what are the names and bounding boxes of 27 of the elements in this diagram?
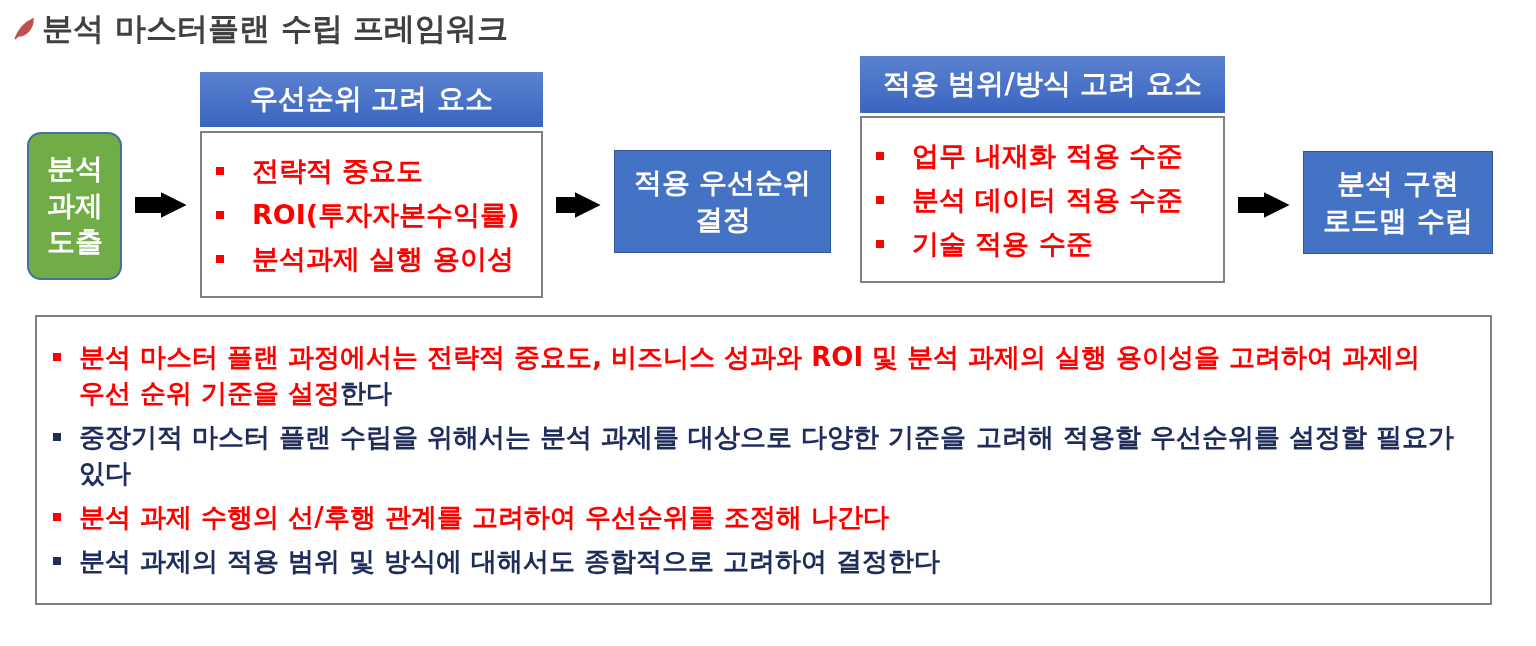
criterion-text: ROI(투자자본수익률)	[252, 197, 520, 232]
block-arrow	[135, 192, 187, 218]
note-text: 분석 과제의 적용 범위 및 방식에 대해서도 종합적으로 고려하여 결정한다	[79, 545, 941, 578]
box-label: 분석 구현 로드맵 수립	[1322, 166, 1474, 239]
note-text: 분석 과제 수행의 선/후행 관계를 고려하여 우선순위를 조정해 나간다	[79, 501, 889, 534]
band-heading: 우선순위 고려 요소	[249, 81, 494, 118]
note-text: 중장기적 마스터 플랜 수립을 위해서는 분석 과제를 대상으로 다양한 기준을 고려해 적용할 우선순위를 설정할 필요가 있다	[79, 421, 1455, 490]
process-box	[614, 150, 831, 253]
note-text: 분석 마스터 플랜 과정에서는 전략적 중요도, 비즈니스 성과와 ROI 및 분석 과제의 실행 용이성을 고려하여 과제의 우선 순위 기준을 설정한다	[79, 341, 1422, 410]
process-box	[27, 132, 122, 280]
process-box	[1303, 151, 1493, 254]
criterion-text: 분석 데이터 적용 수준	[912, 182, 1184, 217]
box-label: 적용 우선순위 결정	[632, 165, 813, 238]
criterion-text: 분석과제 실행 용이성	[252, 241, 514, 276]
criterion-text: 기술 적용 수준	[912, 226, 1093, 261]
header-band	[200, 72, 543, 127]
box-label: 분석 과제 도출	[45, 151, 104, 261]
band-heading: 적용 범위/방식 고려 요소	[882, 66, 1203, 103]
block-arrow	[556, 192, 601, 218]
criteria-box	[860, 116, 1225, 283]
criteria-box	[200, 131, 543, 298]
block-arrow	[1238, 192, 1290, 218]
criterion-text: 전략적 중요도	[252, 153, 424, 188]
criterion-text: 업무 내재화 적용 수준	[912, 138, 1184, 173]
notes-box	[35, 315, 1492, 605]
title: 분석 마스터플랜 수립 프레임워크	[42, 9, 509, 48]
header-band	[860, 56, 1225, 113]
